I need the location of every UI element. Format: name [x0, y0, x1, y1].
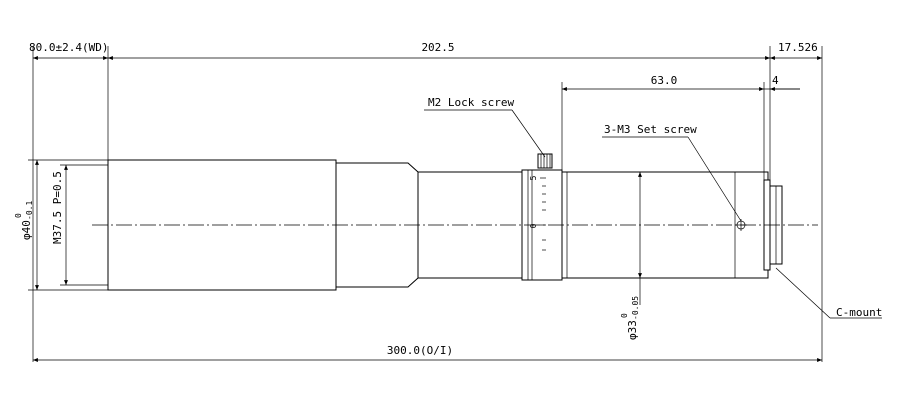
total-length-label: 300.0(O/I) [387, 344, 453, 357]
set-screw-callout: 3-M3 Set screw [604, 123, 697, 136]
dimension-lines [33, 56, 822, 362]
dia-33-group: φ33 0 -0.05 [620, 296, 640, 340]
lens-body: 5 0 [107, 153, 783, 291]
thread-label: M37.5 P=0.5 [51, 171, 64, 244]
dia-33-tol-bot: -0.05 [631, 296, 640, 320]
length-202-label: 202.5 [421, 41, 454, 54]
dia-40-tol-top: 0 [14, 213, 23, 218]
length-63-label: 63.0 [651, 74, 678, 87]
dia-40-tol-bot: -0.1 [25, 201, 34, 220]
c-mount-callout: C-mount [836, 306, 882, 319]
dia-33-label: φ33 [626, 320, 639, 340]
dia-40-group: φ40 0 -0.1 [14, 201, 34, 240]
lock-screw-knob [537, 153, 553, 169]
scale-mark-top: 5 [529, 175, 538, 180]
wd-dimension-label: 80.0±2.4(WD) [29, 41, 108, 54]
leader-lines [424, 109, 882, 319]
length-17-label: 17.526 [778, 41, 818, 54]
dia-40-label: φ40 [20, 220, 33, 240]
dia-33-tol-top: 0 [620, 313, 629, 318]
extension-lines [28, 46, 823, 362]
lock-screw-callout: M2 Lock screw [428, 96, 514, 109]
length-4-label: 4 [772, 74, 779, 87]
scale-mark-bottom: 0 [529, 223, 538, 228]
